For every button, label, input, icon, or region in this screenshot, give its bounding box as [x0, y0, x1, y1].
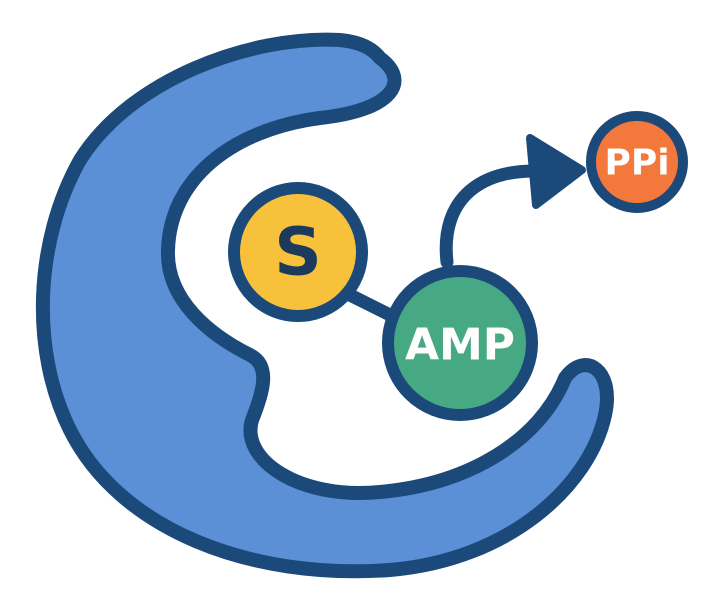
- amp-label: AMP: [405, 320, 515, 371]
- substrate-label: S: [274, 214, 322, 291]
- amp-node: AMP: [382, 265, 538, 421]
- ppi-label: PPi: [604, 143, 669, 184]
- curved-arrow-icon: [439, 164, 557, 269]
- enzyme-crescent-shape: [35, 32, 614, 579]
- arrow-head-icon: [526, 134, 586, 209]
- ppi-node: PPi: [586, 111, 688, 213]
- substrate-node: S: [228, 182, 368, 322]
